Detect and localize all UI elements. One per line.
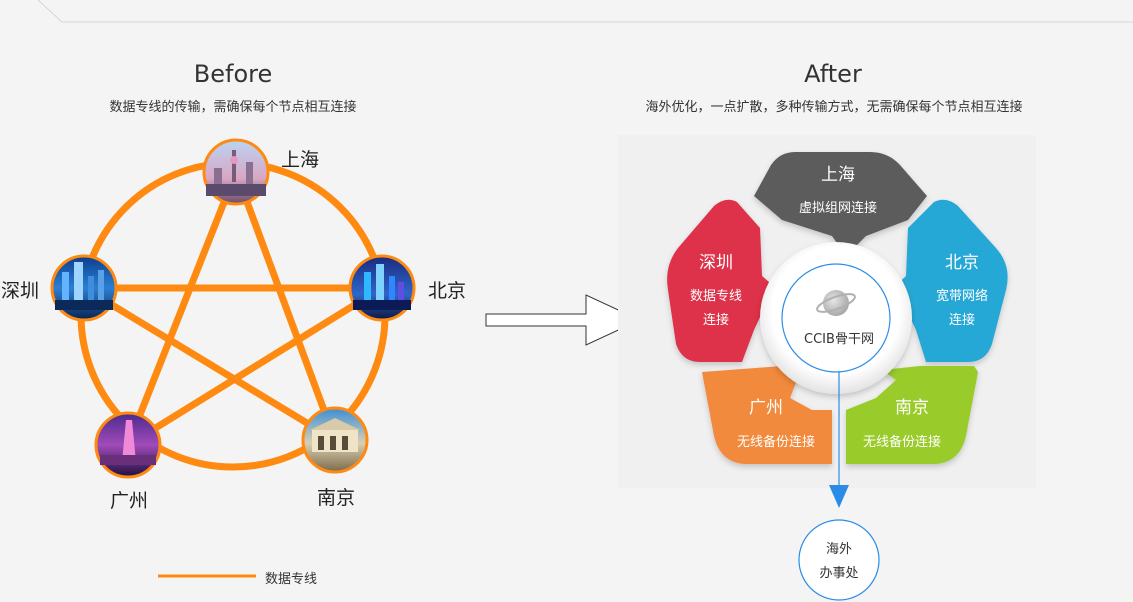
label-guangzhou: 广州 — [110, 490, 148, 512]
segment-shanghai — [754, 152, 927, 256]
segment-nanjing-desc: 无线备份连接 — [863, 434, 941, 450]
segment-guangzhou — [702, 366, 832, 464]
planet-icon — [816, 290, 856, 316]
label-beijing: 北京 — [428, 280, 466, 302]
segment-shenzhen-city: 深圳 — [699, 253, 733, 273]
segment-beijing — [880, 199, 1008, 362]
legend-label: 数据专线 — [265, 572, 318, 587]
city-node-shenzhen — [50, 254, 118, 322]
office-arrow-head — [829, 485, 849, 508]
segment-shanghai-city: 上海 — [821, 165, 855, 185]
label-shenzhen: 深圳 — [1, 280, 39, 302]
segment-beijing-desc2: 连接 — [949, 312, 975, 328]
segment-beijing-city: 北京 — [945, 253, 979, 273]
segment-shenzhen — [667, 199, 790, 362]
city-node-guangzhou — [94, 411, 162, 479]
after-title: After — [804, 60, 862, 88]
label-shanghai: 上海 — [281, 149, 319, 171]
office-node — [798, 519, 880, 601]
before-subtitle: 数据专线的传输，需确保每个节点相互连接 — [109, 100, 357, 115]
segment-nanjing — [846, 366, 978, 464]
transition-arrow — [485, 294, 642, 346]
after-subtitle: 海外优化，一点扩散，多种传输方式，无需确保每个节点相互连接 — [645, 100, 1023, 115]
segment-guangzhou-desc: 无线备份连接 — [737, 434, 815, 450]
office-label-line1: 海外 — [826, 542, 852, 557]
segment-shenzhen-desc2: 连接 — [703, 312, 729, 328]
segment-beijing-desc1: 宽带网络 — [936, 288, 988, 304]
segment-nanjing-city: 南京 — [895, 398, 929, 418]
hub-label: CCIB骨干网 — [804, 332, 874, 347]
office-label-line2: 办事处 — [819, 566, 858, 581]
city-node-shanghai — [202, 138, 270, 206]
segment-guangzhou-city: 广州 — [749, 398, 783, 418]
city-node-beijing — [348, 254, 416, 322]
city-node-nanjing — [301, 406, 369, 474]
label-nanjing: 南京 — [317, 487, 355, 509]
header-divider — [37, 0, 1133, 23]
segment-shenzhen-desc1: 数据专线 — [690, 289, 742, 304]
hub-inner — [781, 263, 891, 373]
before-title: Before — [193, 60, 273, 88]
connection-lines — [80, 168, 386, 449]
segment-shanghai-desc: 虚拟组网连接 — [799, 200, 877, 216]
